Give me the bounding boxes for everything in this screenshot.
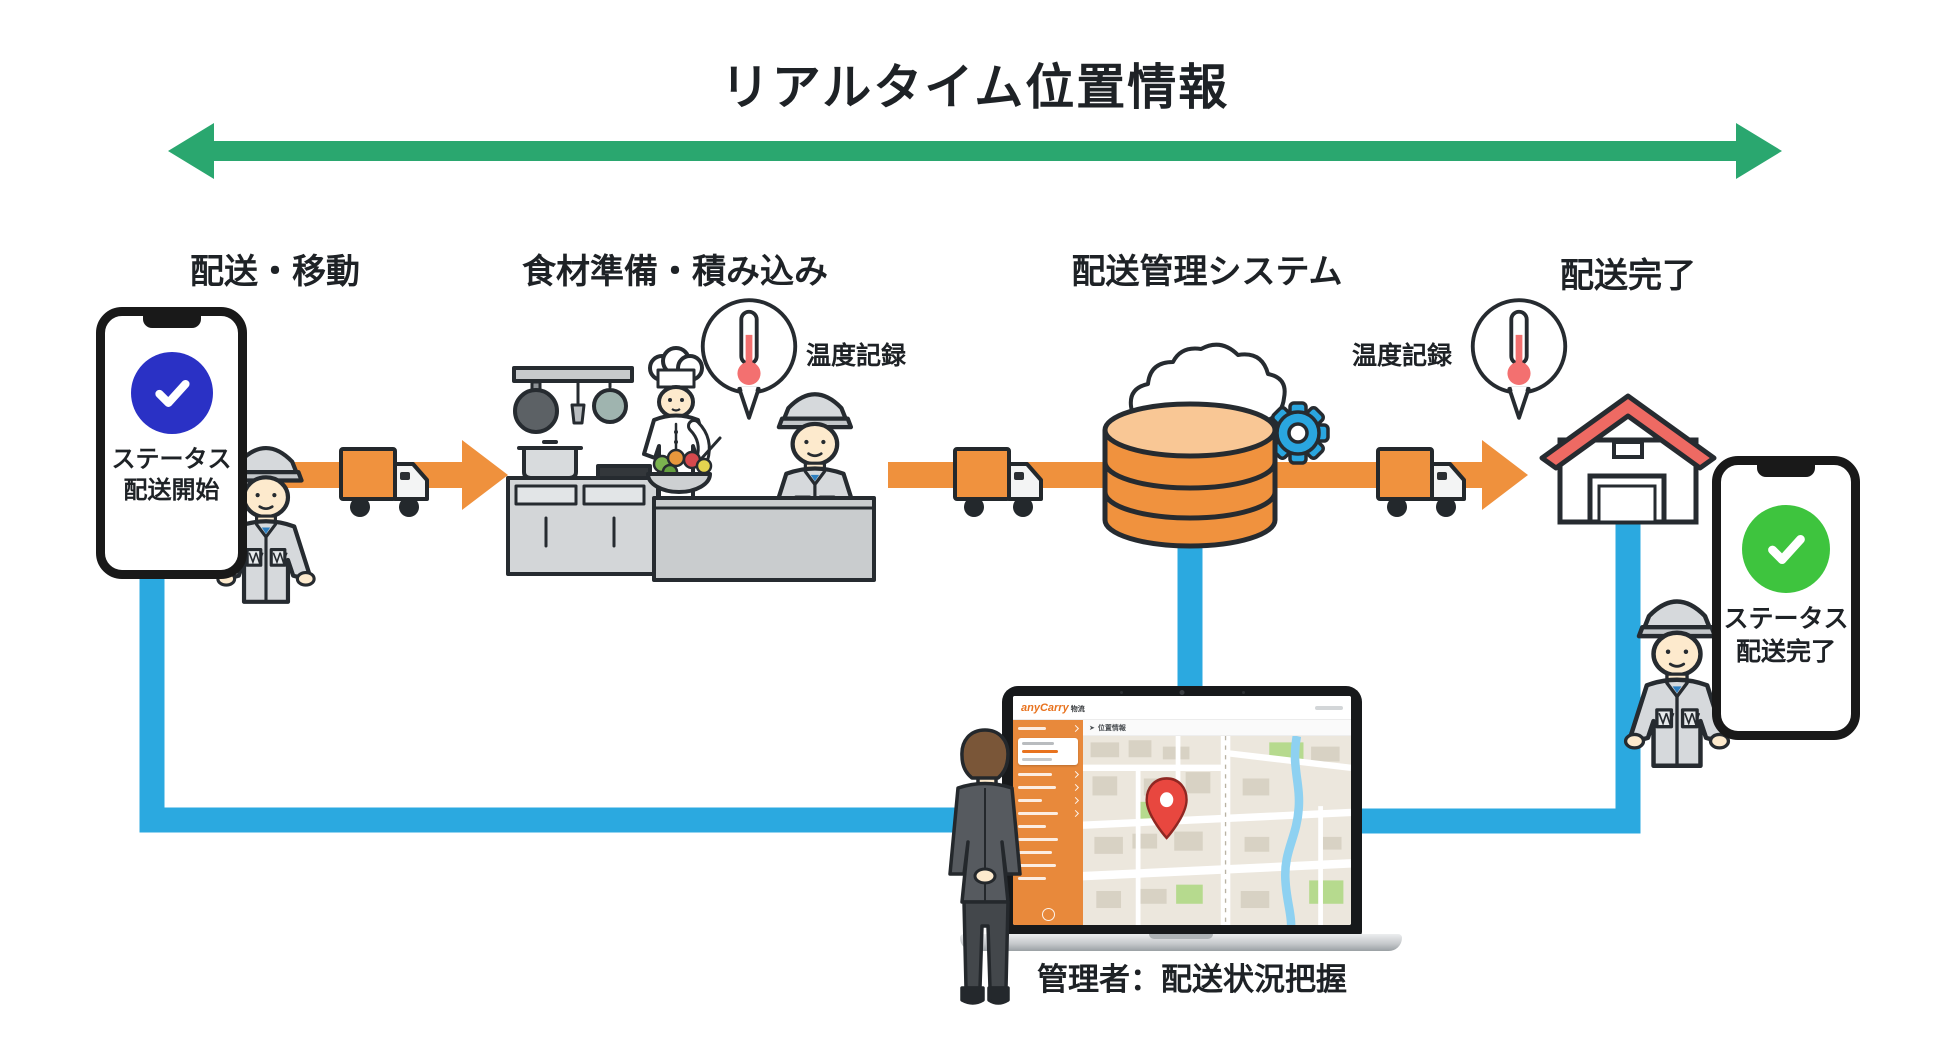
manager-caption: 管理者：配送状況把握: [1037, 962, 1347, 997]
sidebar-submenu: [1018, 738, 1078, 765]
submenu-item-active: [1022, 750, 1058, 753]
river: [1281, 736, 1304, 925]
sidebar-item: [1018, 875, 1078, 882]
sidebar-item: [1018, 724, 1080, 733]
laptop-base: [960, 934, 1402, 951]
house-icon: [1539, 393, 1717, 525]
database-icon: [1102, 401, 1278, 549]
navigation-icon: ➤: [1089, 724, 1095, 732]
manager-illustration: [948, 728, 1022, 1005]
webcam-icon: [1179, 690, 1185, 695]
chevron-right-icon: [1071, 796, 1080, 805]
status-check-badge-green: [1742, 505, 1830, 593]
chevron-right-icon: [1071, 809, 1080, 818]
sidebar-item: [1018, 836, 1078, 843]
thermometer-icon: [700, 298, 798, 420]
phone-notch: [1757, 463, 1815, 477]
kitchen-scene-illustration: [506, 346, 876, 582]
gear-icon: [1266, 401, 1330, 465]
thermometer-icon: [1470, 298, 1568, 420]
stage-label-delivery-move: 配送・移動: [190, 253, 360, 291]
submenu-item: [1022, 742, 1054, 745]
sidebar-item: [1018, 809, 1080, 818]
account-label-placeholder: [1315, 705, 1343, 710]
status-line-2: 配送開始: [123, 477, 220, 505]
realtime-double-arrow: [168, 123, 1782, 179]
sidebar-item: [1018, 796, 1080, 805]
app-logo-suffix: 物流: [1070, 705, 1085, 713]
blue-line-right: [1350, 508, 1641, 834]
truck-icon: [339, 447, 429, 519]
truck-icon: [953, 447, 1043, 519]
sidebar-item: [1018, 862, 1078, 869]
stage-label-prep-load: 食材準備・積み込み: [522, 253, 828, 291]
map-toolbar-label: 位置情報: [1097, 724, 1126, 732]
truck-icon: [1376, 447, 1466, 519]
chevron-right-icon: [1071, 770, 1080, 779]
check-icon: [154, 379, 190, 407]
temperature-label-left: 温度記録: [806, 342, 907, 370]
chevron-right-icon: [1071, 783, 1080, 792]
bezel-dot: [1120, 691, 1123, 694]
phone-notch: [142, 314, 201, 328]
app-sidebar: [1013, 720, 1083, 925]
map-view: [1083, 736, 1351, 925]
map-panel: ➤ 位置情報: [1083, 720, 1351, 925]
check-icon: [1768, 534, 1805, 564]
phone-delivery-start: ステータス 配送開始: [96, 307, 247, 579]
status-line-1: ステータス: [1723, 605, 1849, 633]
chevron-right-icon: [1071, 724, 1080, 733]
temperature-label-right: 温度記録: [1352, 342, 1453, 370]
sidebar-item: [1018, 849, 1078, 856]
bezel-dot: [1242, 691, 1245, 694]
status-check-badge-blue: [130, 352, 213, 434]
sidebar-item: [1018, 823, 1078, 830]
status-line-2: 配送完了: [1735, 637, 1836, 666]
map-toolbar: ➤ 位置情報: [1083, 720, 1351, 736]
diagram-title: リアルタイム位置情報: [720, 61, 1230, 115]
submenu-item: [1022, 758, 1052, 761]
status-line-1: ステータス: [111, 446, 232, 473]
phone-delivery-complete: ステータス 配送完了: [1712, 456, 1860, 740]
stage-label-system: 配送管理システム: [1071, 253, 1343, 291]
blue-line-left: [139, 505, 1105, 833]
user-avatar-icon: [1041, 908, 1055, 921]
sidebar-item: [1018, 770, 1080, 779]
app-logo-text: anyCarry: [1021, 701, 1069, 714]
map-pin-icon: [1145, 777, 1188, 840]
delivery-system-illustration: [1102, 342, 1330, 549]
stage-label-complete: 配送完了: [1560, 257, 1696, 295]
sidebar-item: [1018, 783, 1080, 792]
